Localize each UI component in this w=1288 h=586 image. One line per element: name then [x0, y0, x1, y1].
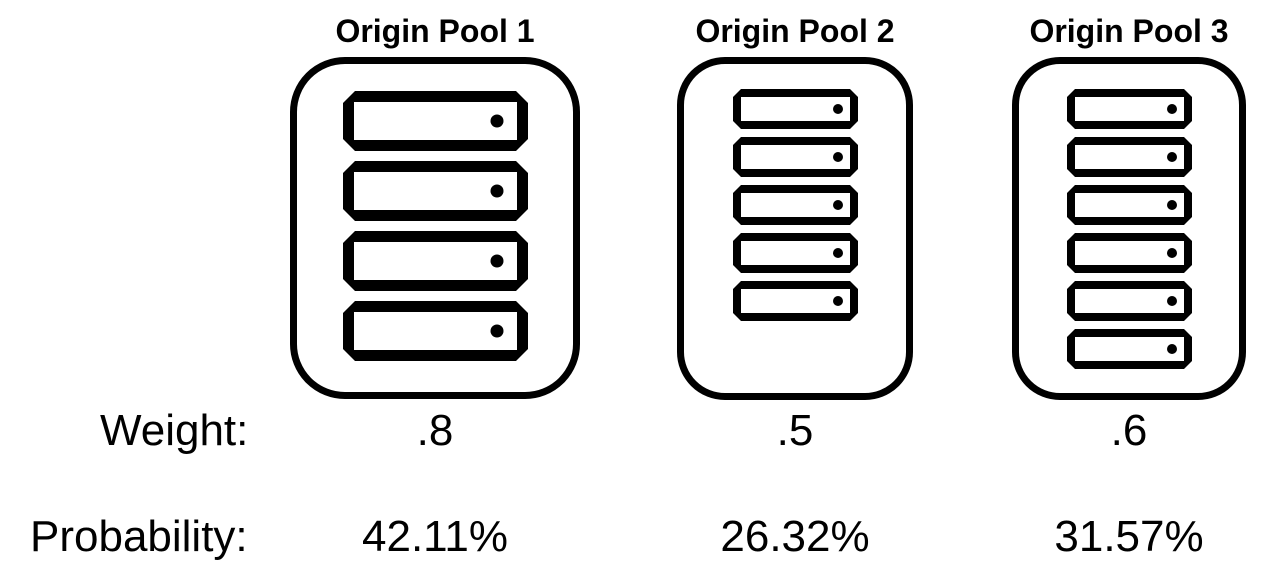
server-led-dot: [1166, 200, 1177, 211]
server-face: [1074, 97, 1184, 122]
weight-value-pool-1: .8: [416, 406, 454, 455]
probability-value-pool-1: 42.11%: [362, 512, 508, 561]
server-face: [1074, 337, 1184, 362]
server-led-dot: [832, 104, 843, 115]
server-face: [740, 289, 850, 314]
server-face: [1074, 193, 1184, 218]
server-icon: [342, 91, 528, 152]
server-face: [740, 97, 850, 122]
pool-box: [1012, 57, 1246, 400]
server-led-dot: [832, 248, 843, 259]
probability-row-label: Probability:: [30, 512, 248, 561]
server-icon: [732, 89, 858, 130]
weight-row-label: Weight:: [100, 406, 249, 455]
server-icon: [732, 137, 858, 178]
server-led-dot: [1166, 152, 1177, 163]
server-stack: [732, 89, 858, 322]
pool-box: [677, 57, 913, 400]
server-led-dot: [1166, 344, 1177, 355]
server-icon: [732, 185, 858, 226]
weight-value-pool-2: .5: [776, 406, 814, 455]
server-led-dot: [832, 200, 843, 211]
server-face: [1074, 241, 1184, 266]
server-icon: [732, 233, 858, 274]
server-icon: [1066, 185, 1192, 226]
server-face: [1074, 289, 1184, 314]
server-led-dot: [1166, 248, 1177, 259]
server-icon: [732, 281, 858, 322]
server-led-dot: [1166, 104, 1177, 115]
server-icon: [1066, 89, 1192, 130]
server-icon: [1066, 233, 1192, 274]
server-led-dot: [832, 296, 843, 307]
server-face: [740, 241, 850, 266]
server-stack: [1066, 89, 1192, 370]
server-icon: [1066, 137, 1192, 178]
server-face: [353, 172, 517, 211]
server-face: [1074, 145, 1184, 170]
server-icon: [342, 161, 528, 222]
server-led-dot: [490, 184, 503, 198]
server-icon: [1066, 281, 1192, 322]
server-led-dot: [490, 114, 503, 128]
pool-column-1: Origin Pool 1: [250, 0, 620, 400]
pool-title: Origin Pool 3: [1029, 13, 1229, 49]
spacer-cell: [0, 0, 250, 400]
server-led-dot: [1166, 296, 1177, 307]
server-face: [353, 312, 517, 351]
server-led-dot: [490, 254, 503, 268]
server-face: [353, 102, 517, 141]
pool-title: Origin Pool 2: [695, 13, 895, 49]
server-face: [353, 242, 517, 281]
server-face: [740, 145, 850, 170]
server-icon: [342, 231, 528, 292]
server-face: [740, 193, 850, 218]
server-led-dot: [490, 324, 503, 338]
pool-box: [290, 57, 580, 400]
server-led-dot: [832, 152, 843, 163]
probability-value-pool-3: 31.57%: [1054, 512, 1204, 561]
weight-value-pool-3: .6: [1110, 406, 1148, 455]
probability-value-pool-2: 26.32%: [720, 512, 870, 561]
pool-column-3: Origin Pool 3: [970, 0, 1288, 400]
server-stack: [342, 91, 528, 362]
pool-column-2: Origin Pool 2: [620, 0, 970, 400]
pool-title: Origin Pool 1: [335, 13, 535, 49]
server-icon: [1066, 329, 1192, 370]
server-icon: [342, 301, 528, 362]
